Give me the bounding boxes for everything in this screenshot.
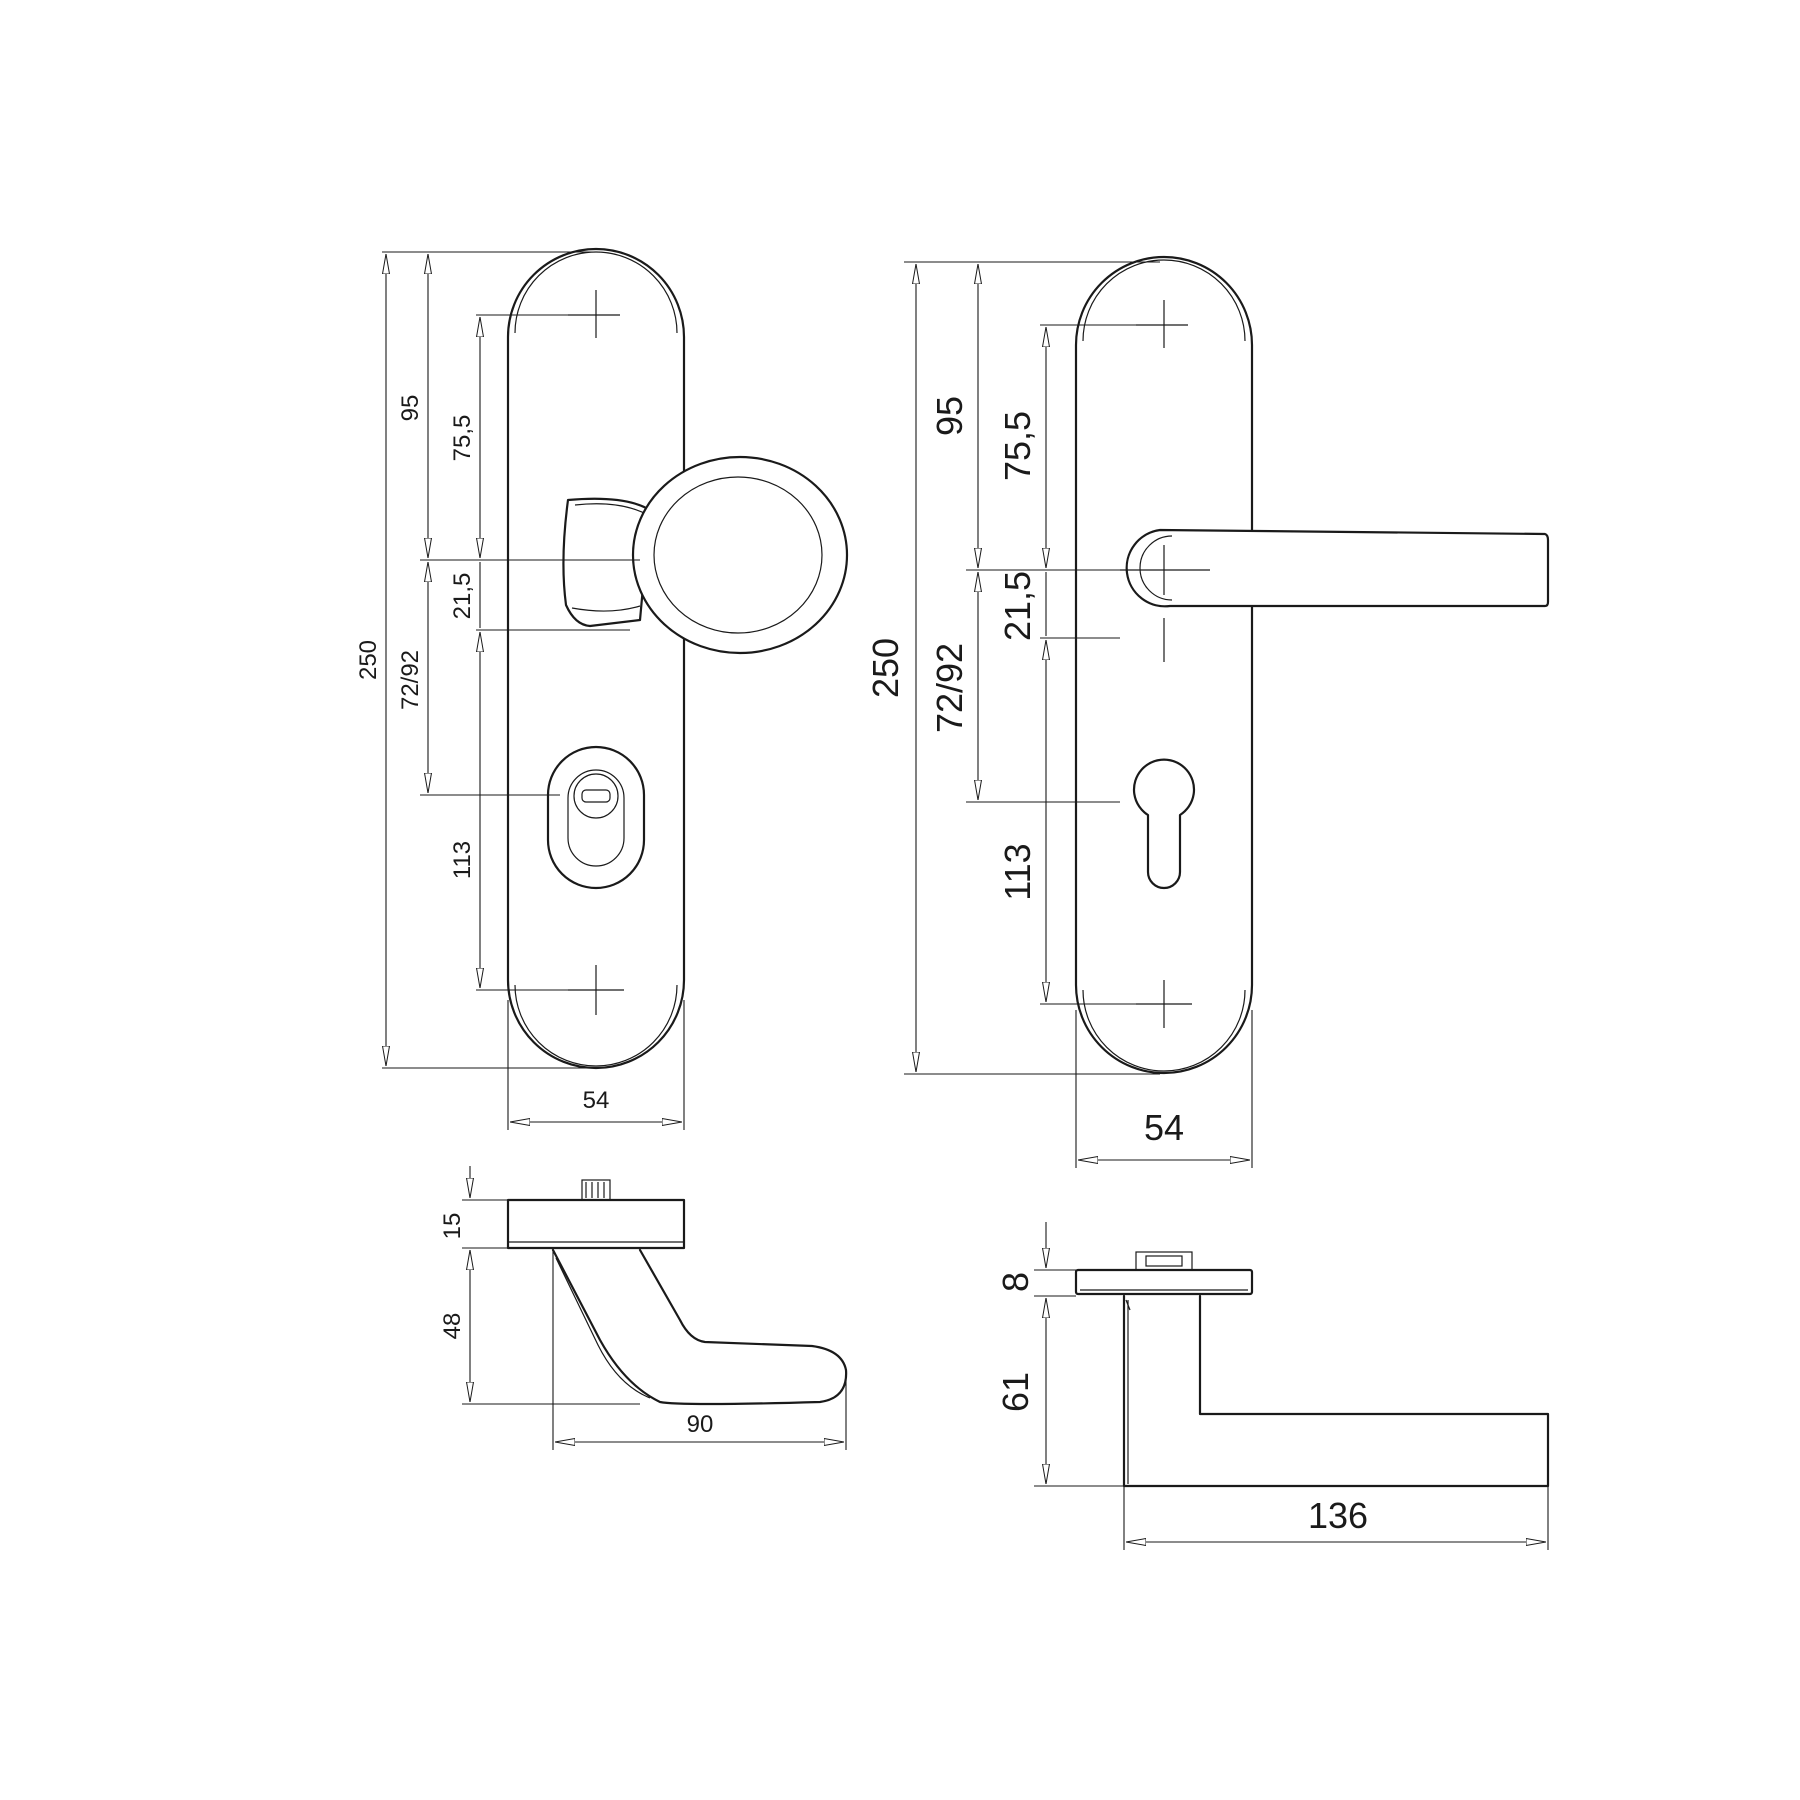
dim-total-height-large: 250 (865, 638, 906, 698)
dim-lever-projection: 61 (995, 1372, 1036, 1412)
left-dimension-lines (386, 254, 682, 1122)
right-side-dimension-labels: 8 61 136 (995, 1272, 1368, 1536)
dim-screw-to-handle: 75,5 (449, 415, 476, 462)
dim-screw-to-screw-large: 113 (997, 843, 1038, 900)
dim-backset: 72/92 (397, 650, 424, 710)
dim-backset-large: 72/92 (929, 643, 970, 733)
dim-plate-thickness: 15 (439, 1213, 466, 1240)
right-screw-crosshair-bottom (1136, 980, 1192, 1028)
dim-handle-offset-large: 21,5 (997, 571, 1038, 641)
lever-handle-icon (1120, 528, 1550, 608)
right-screw-crosshair-top (1136, 300, 1188, 348)
right-side-view: 8 61 136 (995, 1222, 1550, 1550)
dim-top-to-handle: 95 (397, 395, 424, 422)
dim-total-height: 250 (355, 640, 382, 680)
right-profile-cylinder-hole (1132, 758, 1196, 890)
dim-plate-thickness-large: 8 (995, 1272, 1036, 1292)
right-dimension-labels: 250 95 72/92 75,5 21,5 113 54 (865, 396, 1184, 1148)
dim-plate-width: 54 (583, 1087, 610, 1114)
dim-screw-to-handle-large: 75,5 (997, 411, 1038, 481)
dim-lever-length: 136 (1308, 1495, 1368, 1536)
knob-icon (562, 455, 849, 655)
left-screw-crosshair-top (568, 290, 620, 338)
knob-profile-icon (551, 1248, 848, 1406)
dim-knob-projection: 48 (439, 1313, 466, 1340)
left-backplate (506, 247, 686, 1070)
dim-handle-offset: 21,5 (449, 573, 476, 620)
left-cylinder-escutcheon (546, 745, 646, 890)
left-front-view: 250 95 72/92 75,5 21,5 113 54 (355, 247, 849, 1130)
right-side-plate (1074, 1251, 1254, 1296)
right-backplate (1074, 255, 1254, 1075)
dim-top-to-handle-large: 95 (929, 396, 970, 436)
dim-knob-length: 90 (687, 1411, 714, 1438)
left-screw-crosshair-bottom (568, 965, 624, 1015)
right-dimension-lines (916, 264, 1250, 1160)
right-front-view: 250 95 72/92 75,5 21,5 113 54 (865, 255, 1550, 1168)
right-side-dimension-lines (1034, 1222, 1549, 1550)
left-dimension-labels: 250 95 72/92 75,5 21,5 113 54 (355, 395, 609, 1114)
dim-screw-to-screw: 113 (449, 841, 476, 879)
left-side-view: 15 48 90 (439, 1166, 848, 1450)
lever-profile-icon (1122, 1294, 1550, 1488)
left-side-plate (506, 1179, 686, 1250)
dim-plate-width-large: 54 (1144, 1107, 1184, 1148)
left-extension-lines (382, 251, 685, 1130)
left-side-dimension-labels: 15 48 90 (439, 1213, 713, 1438)
left-side-dimension-lines (462, 1166, 847, 1450)
